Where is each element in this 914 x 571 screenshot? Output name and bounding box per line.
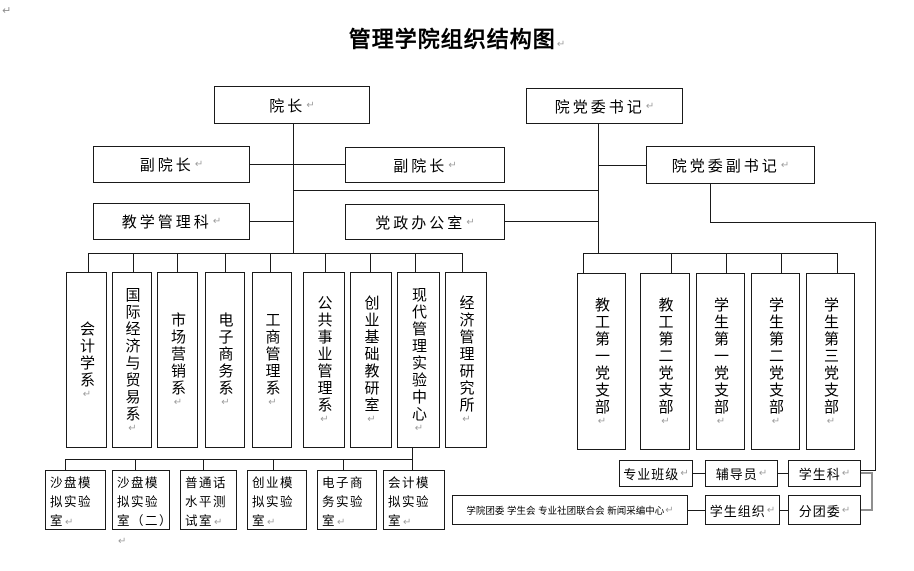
- box-professional-classes: 专业班级: [619, 460, 693, 487]
- connector-branch-drop: [726, 253, 727, 273]
- box-branch-staff-1: 教工第一党支部: [577, 273, 626, 450]
- connector-teaching-admin: [250, 221, 293, 222]
- connector-lab-drop: [412, 459, 413, 470]
- box-dept-econ-mgmt-institute: 经济管理研究所: [445, 272, 487, 448]
- connector-dept-drop: [415, 253, 416, 272]
- box-party-secretary: 院党委书记: [526, 88, 683, 124]
- connector-lab-drop: [203, 459, 204, 470]
- box-youth-league-branch: 分团委: [788, 495, 861, 525]
- connector-right-rail: [875, 222, 876, 471]
- connector-dept-drop: [133, 253, 134, 272]
- connector-lab-drop: [135, 459, 136, 470]
- box-dept-intl-economics-trade: 国际经济与贸易系: [112, 272, 152, 448]
- connector-party-office: [505, 221, 598, 222]
- box-branch-student-2: 学生第二党支部: [751, 273, 800, 450]
- connector-dept-drop: [270, 253, 271, 272]
- connector-dept-drop: [325, 253, 326, 272]
- box-lab-mandarin-test: 普通话水平测试室: [180, 470, 237, 530]
- box-lab-entrepreneurship: 创业模拟实验室: [247, 470, 307, 530]
- box-dept-accounting: 会计学系: [66, 272, 107, 448]
- connector-dept-bus: [88, 253, 462, 254]
- box-dept-marketing: 市场营销系: [157, 272, 198, 448]
- box-student-section: 学生科: [788, 460, 861, 487]
- connector-detail-studentorg: [688, 510, 705, 511]
- connector-bracket-bottom: [861, 509, 873, 511]
- connector-lab-drop: [273, 459, 274, 470]
- box-dept-ecommerce: 电子商务系: [205, 272, 245, 448]
- box-deputy-party-secretary: 院党委副书记: [646, 146, 815, 184]
- connector-dean-down: [293, 124, 294, 253]
- connector-studentorg-youthleague: [780, 510, 788, 511]
- connector-deputy-right: [710, 222, 876, 223]
- connector-branch-drop: [837, 253, 838, 273]
- box-dept-modern-mgmt-lab-center: 现代管理实验中心: [397, 272, 440, 448]
- box-lab-sandtable-1: 沙盘模拟实验室: [45, 470, 106, 530]
- connector-student-section-hook: [861, 470, 876, 471]
- connector-bracket-top: [861, 472, 873, 474]
- box-lab-ecommerce: 电子商务实验室: [317, 470, 377, 530]
- paragraph-mark-icon: ↵: [2, 5, 12, 17]
- connector-dept-drop: [462, 253, 463, 272]
- box-branch-student-3: 学生第三党支部: [806, 273, 855, 450]
- connector-lab-drop: [343, 459, 344, 470]
- connector-branch-drop: [671, 253, 672, 273]
- box-dean: 院长: [214, 86, 370, 124]
- box-dept-entrepreneurship-office: 创业基础教研室: [350, 272, 392, 448]
- connector-counselor-studentsection: [778, 473, 788, 474]
- connector-lab-drop: [65, 459, 66, 470]
- connector-deputy-down: [710, 184, 711, 223]
- box-lab-accounting: 会计模拟实验室: [383, 470, 445, 530]
- box-vice-dean-right: 副院长: [345, 147, 505, 183]
- connector-cross-link: [293, 190, 599, 191]
- connector-bracket-side: [871, 472, 873, 510]
- connector-vice-deans: [250, 164, 345, 165]
- connector-classes-counselor: [693, 473, 705, 474]
- connector-deputy-secretary: [598, 165, 646, 166]
- box-lab-sandtable-2: 沙盘模拟实验室（二）: [112, 470, 172, 530]
- box-teaching-admin-section: 教学管理科: [93, 203, 250, 240]
- connector-dept-drop: [370, 253, 371, 272]
- connector-dept-drop: [225, 253, 226, 272]
- box-student-org-detail: 学院团委 学生会 专业社团联合会 新闻采编中心: [452, 495, 688, 525]
- box-dept-business-admin: 工商管理系: [252, 272, 292, 448]
- box-branch-student-1: 学生第一党支部: [696, 273, 745, 450]
- connector-branch-bus: [583, 253, 837, 254]
- page-title: 管理学院组织结构图: [0, 22, 914, 54]
- box-counselor: 辅导员: [705, 460, 778, 487]
- connector-branch-drop: [583, 253, 584, 273]
- box-dept-public-admin: 公共事业管理系: [303, 272, 345, 448]
- box-party-admin-office: 党政办公室: [345, 204, 505, 240]
- connector-dept-drop: [88, 253, 89, 272]
- connector-lab-bus: [65, 459, 413, 460]
- connector-dept-drop: [177, 253, 178, 272]
- connector-lab-feed: [412, 447, 413, 459]
- connector-branch-drop: [781, 253, 782, 273]
- box-student-organizations: 学生组织: [705, 495, 780, 525]
- connector-secretary-down: [598, 124, 599, 253]
- box-vice-dean-left: 副院长: [93, 146, 250, 183]
- box-branch-staff-2: 教工第二党支部: [640, 273, 690, 450]
